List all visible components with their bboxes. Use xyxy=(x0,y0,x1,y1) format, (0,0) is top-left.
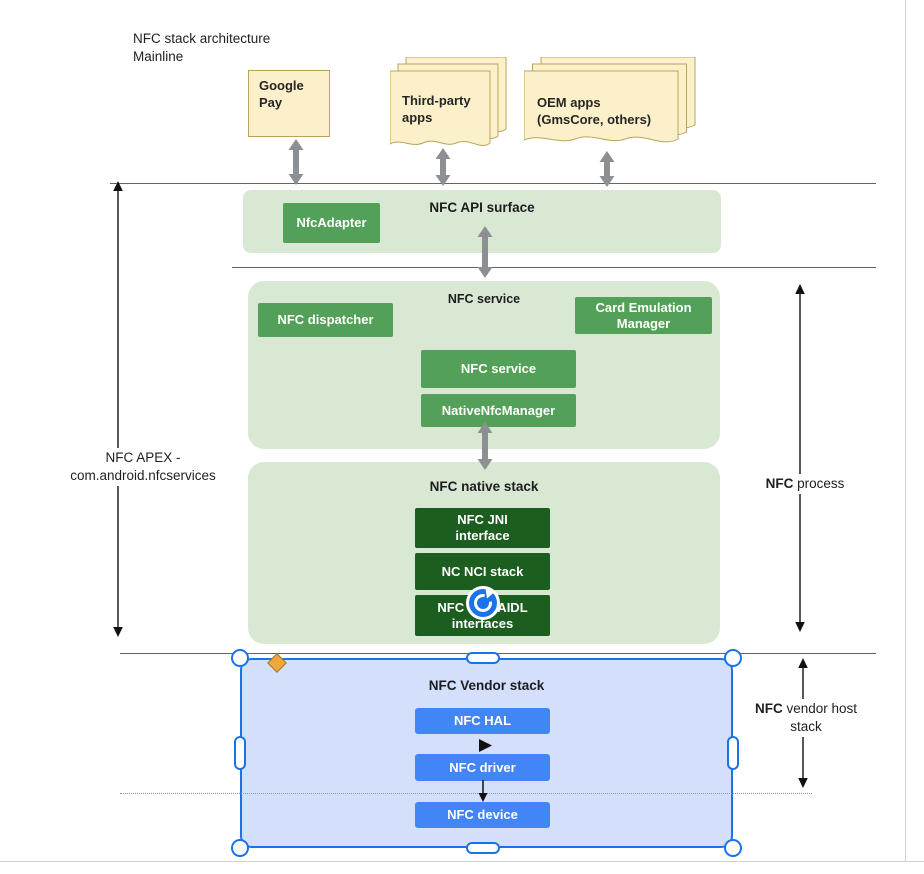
box-nfc-jni-interface[interactable]: NFC JNI interface xyxy=(415,508,550,548)
shape-google-pay[interactable]: Google Pay xyxy=(248,70,330,137)
box-nfc-device[interactable]: NFC device xyxy=(415,802,550,828)
nfc-process-label-bold: NFC xyxy=(765,476,794,491)
gray-arrow-oem-api[interactable] xyxy=(598,151,616,187)
box-nfcadapter[interactable]: NfcAdapter xyxy=(283,203,380,243)
panel-nfc-vendor-stack[interactable]: NFC Vendor stack NFC HAL NFC driver NFC … xyxy=(240,658,733,848)
google-pay-label: Google Pay xyxy=(259,78,304,110)
box-nfc-hal[interactable]: NFC HAL xyxy=(415,708,550,734)
box-nfc-hal-aidl-interfaces[interactable]: NFC HAL AIDL interfaces xyxy=(415,595,550,636)
sync-icon xyxy=(466,586,500,620)
apex-label: NFC APEX - com.android.nfcservices xyxy=(62,448,224,486)
vendor-host-label-rest: vendor host stack xyxy=(782,701,858,734)
api-surface-title: NFC API surface xyxy=(429,200,535,215)
selection-handle-top-right[interactable] xyxy=(724,649,742,667)
diagram-title-line1: NFC stack architecture xyxy=(133,31,271,46)
selection-handle-bottom-left[interactable] xyxy=(231,839,249,857)
vendor-host-label: NFC vendor host stack xyxy=(748,699,864,737)
selection-handle-top-left[interactable] xyxy=(231,649,249,667)
separator-line-apps-api[interactable] xyxy=(110,183,876,184)
native-stack-title: NFC native stack xyxy=(429,479,539,494)
apex-label-line1: NFC APEX - xyxy=(105,450,181,465)
shape-third-party-apps[interactable] xyxy=(390,57,508,155)
box-card-emulation-manager[interactable]: Card Emulation Manager xyxy=(575,297,712,334)
vendor-stack-title: NFC Vendor stack xyxy=(428,678,545,693)
third-party-apps-label: Third-party apps xyxy=(402,93,471,125)
box-nfc-driver[interactable]: NFC driver xyxy=(415,754,550,781)
nfc-process-label-rest: process xyxy=(793,476,845,491)
canvas-bottom-edge xyxy=(0,861,924,862)
gray-arrow-google-pay-api[interactable] xyxy=(287,139,305,185)
selection-handle-bottom-right[interactable] xyxy=(724,839,742,857)
box-native-nfc-manager[interactable]: NativeNfcManager xyxy=(421,394,576,427)
box-nfc-dispatcher[interactable]: NFC dispatcher xyxy=(258,303,393,337)
nfc-process-label: NFC process xyxy=(752,474,858,494)
driver-device-arrow[interactable] xyxy=(477,780,489,802)
diagram-title: NFC stack architecture Mainline xyxy=(133,30,270,66)
box-nfc-service[interactable]: NFC service xyxy=(421,350,576,388)
gray-arrow-thirdparty-api[interactable] xyxy=(434,148,452,186)
nfc-process-extent-arrow[interactable] xyxy=(793,284,807,632)
selection-handle-bottom-center[interactable] xyxy=(466,842,500,854)
vendor-host-label-bold: NFC xyxy=(754,701,783,716)
gray-arrow-service-native[interactable] xyxy=(476,422,494,470)
box-nc-nci-stack[interactable]: NC NCI stack xyxy=(415,553,550,590)
selection-handle-top-center[interactable] xyxy=(466,652,500,664)
gray-arrow-api-service[interactable] xyxy=(476,226,494,278)
hal-driver-arrowhead[interactable] xyxy=(479,739,493,752)
selection-handle-right-middle[interactable] xyxy=(727,736,739,770)
separator-dotted-line-kernel[interactable] xyxy=(120,793,812,794)
shape-oem-apps[interactable] xyxy=(524,57,696,150)
nfc-service-title: NFC service xyxy=(447,292,521,306)
apex-label-line2: com.android.nfcservices xyxy=(70,468,216,483)
separator-line-api-service[interactable] xyxy=(232,267,876,268)
oem-apps-label: OEM apps (GmsCore, others) xyxy=(537,95,652,127)
selection-handle-left-middle[interactable] xyxy=(234,736,246,770)
diagram-title-line2: Mainline xyxy=(133,49,184,64)
panel-nfc-service[interactable]: NFC service NFC dispatcher Card Emulatio… xyxy=(248,281,720,449)
apex-extent-arrow[interactable] xyxy=(111,181,125,637)
canvas-right-edge xyxy=(905,0,906,862)
